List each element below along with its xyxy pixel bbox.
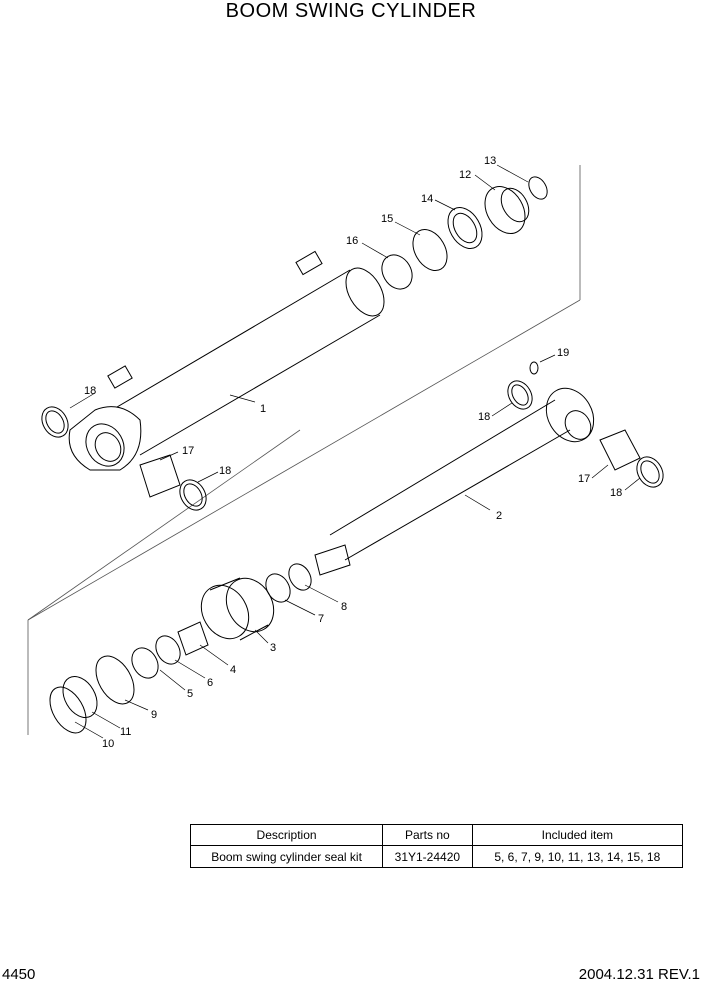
callout-12: 12 [459, 169, 471, 181]
piston [200, 577, 275, 641]
callout-4: 4 [230, 664, 236, 676]
callout-19: 19 [557, 347, 569, 359]
cell-parts-no: 31Y1-24420 [382, 845, 473, 868]
callout-labels: 1 2 3 4 5 6 7 8 9 10 11 12 13 14 15 16 1… [84, 155, 622, 750]
leader-lines [69, 164, 641, 739]
assembly-outline [27, 165, 581, 735]
callout-15: 15 [381, 213, 393, 225]
table-row: Boom swing cylinder seal kit 31Y1-24420 … [189, 845, 684, 868]
callout-17-upper: 17 [182, 445, 194, 457]
table-header-row: Description Parts no Included item [189, 824, 684, 846]
header-description: Description [189, 824, 384, 846]
callout-18-right: 18 [610, 487, 622, 499]
header-included-item: Included item [471, 824, 684, 846]
cell-description: Boom swing cylinder seal kit [189, 845, 384, 868]
callout-17-right: 17 [578, 473, 590, 485]
header-parts-no: Parts no [382, 824, 473, 846]
callout-6: 6 [207, 677, 213, 689]
callout-18-lower-left: 18 [219, 465, 231, 477]
page-number: 4450 [2, 966, 36, 983]
callout-1: 1 [260, 403, 266, 415]
piston-rod [314, 387, 595, 576]
date-revision: 2004.12.31 REV.1 [578, 966, 700, 983]
exploded-parts-diagram: 1 2 3 4 5 6 7 8 9 10 11 12 13 14 15 16 1… [27, 155, 664, 750]
callout-8: 8 [341, 601, 347, 613]
callout-2: 2 [496, 510, 502, 522]
callout-13: 13 [484, 155, 496, 167]
callout-11: 11 [120, 726, 131, 738]
callout-10: 10 [102, 738, 114, 750]
seal-rings [41, 176, 664, 734]
callout-14: 14 [421, 193, 433, 205]
seal-kit-table: Description Parts no Included item Boom … [189, 824, 684, 868]
page-title: BOOM SWING CYLINDER [225, 0, 477, 22]
callout-18-rod: 18 [478, 411, 490, 423]
cylinder-tube [68, 250, 385, 471]
callout-16: 16 [346, 235, 358, 247]
callout-18-upper-left: 18 [84, 385, 96, 397]
callout-7: 7 [318, 613, 324, 625]
callout-3: 3 [270, 642, 276, 654]
callout-9: 9 [151, 709, 157, 721]
callout-5: 5 [187, 688, 193, 700]
cell-included-item: 5, 6, 7, 9, 10, 11, 13, 14, 15, 18 [471, 845, 684, 868]
